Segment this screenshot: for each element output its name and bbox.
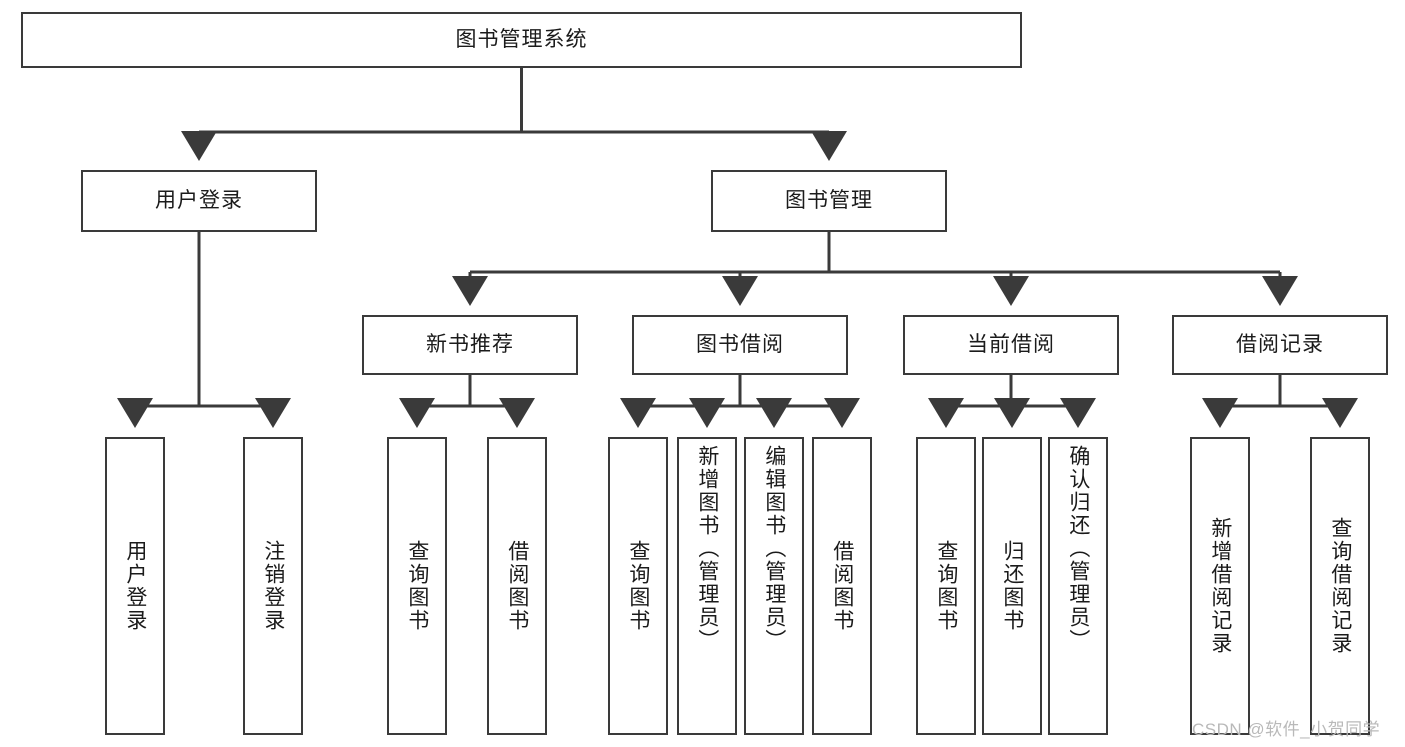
node-root[interactable]: 图书管理系统 [21, 12, 1022, 68]
node-leaf-add-book-admin[interactable]: 新增图书（管理员） [677, 437, 737, 735]
node-label: 查询借阅记录 [1328, 517, 1352, 655]
node-book-borrow[interactable]: 图书借阅 [632, 315, 848, 375]
node-label: 新增图书（管理员） [695, 445, 719, 652]
node-label: 用户登录 [155, 189, 243, 213]
node-user-login[interactable]: 用户登录 [81, 170, 317, 232]
node-label: 查询图书 [934, 540, 958, 632]
node-label: 当前借阅 [967, 333, 1055, 357]
node-label: 编辑图书（管理员） [762, 445, 786, 652]
node-label: 借阅记录 [1236, 333, 1324, 357]
node-leaf-query-book-current[interactable]: 查询图书 [916, 437, 976, 735]
node-label: 注销登录 [261, 540, 285, 632]
node-leaf-borrow-book-recommend[interactable]: 借阅图书 [487, 437, 547, 735]
node-leaf-confirm-return-admin[interactable]: 确认归还（管理员） [1048, 437, 1108, 735]
node-label: 图书管理 [785, 189, 873, 213]
node-label: 查询图书 [405, 540, 429, 632]
node-label: 图书管理系统 [455, 28, 588, 52]
node-leaf-add-borrow-record[interactable]: 新增借阅记录 [1190, 437, 1250, 735]
node-leaf-edit-book-admin[interactable]: 编辑图书（管理员） [744, 437, 804, 735]
node-label: 新增借阅记录 [1208, 517, 1232, 655]
node-label: 借阅图书 [505, 540, 529, 632]
node-label: 查询图书 [626, 540, 650, 632]
node-leaf-user-login[interactable]: 用户登录 [105, 437, 165, 735]
node-leaf-query-book-recommend[interactable]: 查询图书 [387, 437, 447, 735]
node-leaf-return-book[interactable]: 归还图书 [982, 437, 1042, 735]
node-leaf-user-logout[interactable]: 注销登录 [243, 437, 303, 735]
node-label: 图书借阅 [696, 333, 784, 357]
node-leaf-query-book-borrow[interactable]: 查询图书 [608, 437, 668, 735]
node-current-borrow[interactable]: 当前借阅 [903, 315, 1119, 375]
node-label: 用户登录 [123, 540, 147, 632]
node-label: 确认归还（管理员） [1066, 445, 1090, 652]
node-borrow-record[interactable]: 借阅记录 [1172, 315, 1388, 375]
node-leaf-borrow-book[interactable]: 借阅图书 [812, 437, 872, 735]
node-label: 归还图书 [1000, 540, 1024, 632]
node-label: 借阅图书 [830, 540, 854, 632]
node-leaf-query-borrow-record[interactable]: 查询借阅记录 [1310, 437, 1370, 735]
node-new-book-recommend[interactable]: 新书推荐 [362, 315, 578, 375]
node-book-management[interactable]: 图书管理 [711, 170, 947, 232]
watermark-credit: CSDN @软件_小贺同学 [1192, 720, 1381, 739]
node-label: 新书推荐 [426, 333, 514, 357]
